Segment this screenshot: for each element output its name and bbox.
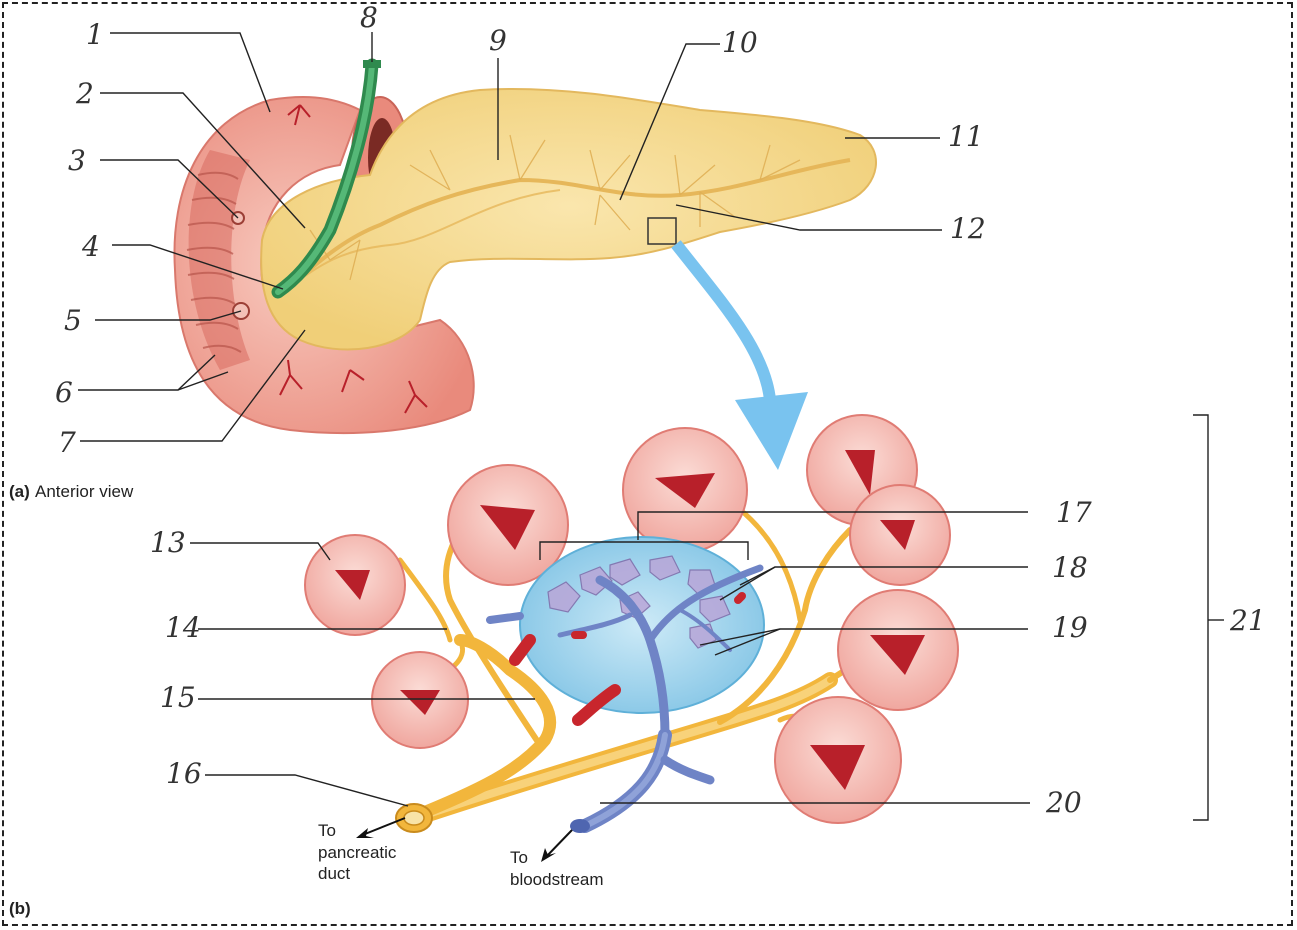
to-duct-caption-3: duct	[318, 864, 350, 883]
label-5: 5	[64, 304, 82, 337]
label-3: 3	[68, 144, 86, 177]
label-12: 12	[950, 212, 986, 245]
captions: (a) Anterior view (b) To pancreatic duct…	[9, 482, 604, 918]
label-15: 15	[160, 681, 196, 714]
label-8: 8	[360, 1, 378, 34]
acinus	[371, 651, 469, 749]
label-11: 11	[948, 120, 984, 153]
label-6: 6	[55, 376, 73, 409]
acini	[304, 414, 959, 824]
acinus	[774, 696, 902, 824]
label-9: 9	[489, 24, 507, 57]
label-1: 1	[86, 18, 104, 51]
zoom-arrow-icon	[671, 240, 808, 470]
to-duct-arrow-icon	[356, 817, 406, 838]
label-13: 13	[150, 526, 186, 559]
label-2: 2	[75, 77, 94, 110]
leader-lines	[78, 32, 1224, 821]
number-labels: 1 2 3 4 5 6 7 8 9 10 11 12 13 14 15 16 1…	[55, 1, 1266, 819]
acinus	[849, 484, 951, 586]
acinus	[837, 589, 959, 711]
part-a-letter: (a)	[9, 482, 30, 501]
part-a-caption: Anterior view	[35, 482, 134, 501]
to-blood-arrow-icon	[541, 829, 573, 862]
label-10: 10	[722, 26, 758, 59]
acinus	[447, 464, 569, 586]
acinus	[622, 427, 748, 553]
acinus-islet-view	[304, 414, 959, 862]
label-14: 14	[165, 611, 201, 644]
duct-opening	[395, 803, 433, 833]
label-17: 17	[1056, 496, 1092, 529]
acinus	[304, 534, 406, 636]
label-19: 19	[1052, 611, 1088, 644]
label-18: 18	[1052, 551, 1088, 584]
to-duct-caption-1: To	[318, 821, 336, 840]
pancreatic-islet	[486, 536, 765, 833]
label-4: 4	[81, 230, 100, 263]
label-21: 21	[1229, 604, 1266, 637]
pancreas	[260, 58, 877, 351]
label-7: 7	[58, 426, 76, 459]
anterior-view	[173, 58, 877, 470]
to-blood-caption-2: bloodstream	[510, 870, 604, 889]
to-duct-caption-2: pancreatic	[318, 843, 397, 862]
to-blood-caption-1: To	[510, 848, 528, 867]
label-20: 20	[1045, 786, 1082, 819]
part-b-letter: (b)	[9, 899, 31, 918]
label-16: 16	[166, 757, 202, 790]
